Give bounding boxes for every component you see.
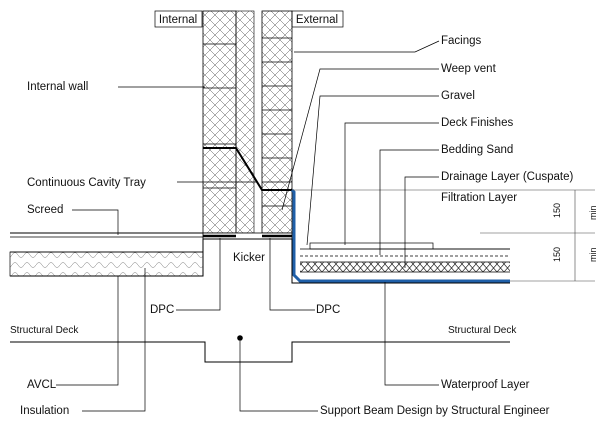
label-internal-wall: Internal wall xyxy=(27,81,88,93)
label-drainage-layer: Drainage Layer (Cuspate) xyxy=(441,171,573,183)
label-structural-deck-left: Structural Deck xyxy=(10,325,79,336)
internal-tag: Internal xyxy=(154,10,203,28)
label-gravel: Gravel xyxy=(441,90,475,102)
external-facing-bricks xyxy=(261,10,293,234)
label-deck-finishes: Deck Finishes xyxy=(441,117,513,129)
label-filtration-layer: Filtration Layer xyxy=(441,192,517,204)
dim-lower: 150 min xyxy=(552,247,598,262)
external-tag-text: External xyxy=(296,14,338,26)
label-avcl: AVCL xyxy=(27,379,57,391)
internal-floor xyxy=(9,232,204,277)
dim-upper: 150 min xyxy=(552,203,598,220)
structural-deck xyxy=(10,238,510,363)
label-cavity-tray: Continuous Cavity Tray xyxy=(27,177,146,189)
label-dpc-right: DPC xyxy=(316,304,340,316)
label-kicker: Kicker xyxy=(233,252,265,264)
label-support-beam: Support Beam Design by Structural Engine… xyxy=(320,405,550,417)
external-tag: External xyxy=(291,10,344,28)
label-screed: Screed xyxy=(27,204,63,216)
label-weep-vent: Weep vent xyxy=(441,63,497,75)
internal-blockwork xyxy=(202,10,237,234)
label-insulation: Insulation xyxy=(20,405,69,417)
label-bedding-sand: Bedding Sand xyxy=(441,144,513,156)
cavity-insulation xyxy=(235,10,255,234)
dim-upper-unit: min xyxy=(588,205,598,220)
dim-lower-value: 150 xyxy=(552,247,562,262)
cavity-tray-line xyxy=(203,147,292,191)
label-structural-deck-right: Structural Deck xyxy=(448,325,517,336)
label-facings: Facings xyxy=(441,35,482,47)
dim-lower-unit: min xyxy=(588,247,598,262)
waterproof-layer-line xyxy=(290,188,510,283)
dim-upper-value: 150 xyxy=(552,203,562,218)
label-dpc-left: DPC xyxy=(150,304,174,316)
internal-tag-text: Internal xyxy=(159,14,197,26)
label-waterproof-layer: Waterproof Layer xyxy=(441,379,530,391)
